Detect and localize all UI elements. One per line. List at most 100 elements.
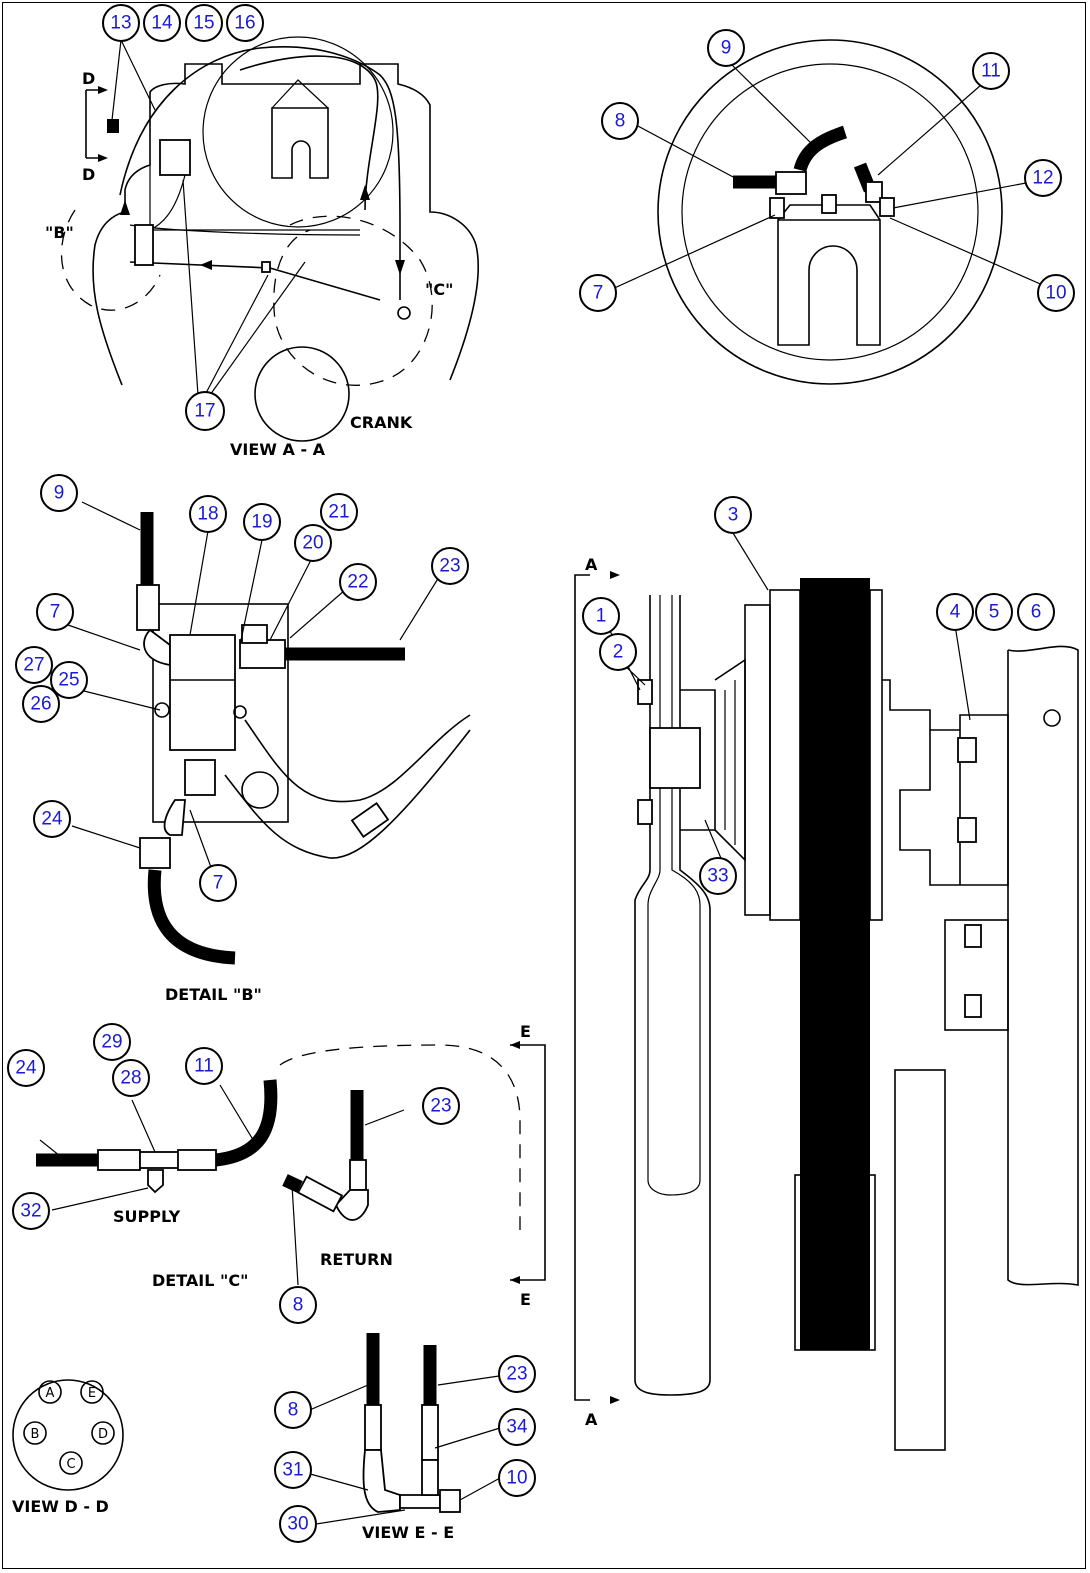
callout-27: 27 [15, 646, 53, 684]
svg-text:8: 8 [615, 111, 626, 132]
callout-13: 13 [102, 4, 140, 42]
view-ee-drawing [302, 1333, 501, 1526]
svg-text:22: 22 [347, 572, 368, 593]
svg-text:6: 6 [1031, 602, 1042, 623]
svg-text:26: 26 [30, 694, 51, 715]
svg-text:16: 16 [234, 13, 255, 34]
svg-text:8: 8 [288, 1400, 299, 1421]
callout-2: 2 [599, 633, 637, 671]
callout-1: 1 [582, 597, 620, 635]
callout-18: 18 [189, 495, 227, 533]
callout-3: 3 [714, 496, 752, 534]
detail-b-drawing [67, 501, 471, 965]
callout-14: 14 [143, 4, 181, 42]
svg-text:27: 27 [23, 655, 44, 676]
callout-7-top: 7 [579, 274, 617, 312]
svg-text:24: 24 [15, 1058, 37, 1079]
callout-7-detail-b-upper: 7 [36, 593, 74, 631]
callout-10-view-e: 10 [498, 1459, 536, 1497]
callouts: 13 14 15 16 17 9 8 11 12 7 10 9 18 19 20… [7, 4, 1075, 1543]
svg-text:23: 23 [506, 1364, 527, 1385]
svg-text:34: 34 [506, 1417, 528, 1438]
callout-12: 12 [1024, 159, 1062, 197]
callout-23-detail-b: 23 [431, 547, 469, 585]
cut-e-top-label: E [520, 1022, 531, 1041]
callout-9-top: 9 [707, 29, 745, 67]
svg-text:5: 5 [989, 602, 1000, 623]
callout-19: 19 [243, 503, 281, 541]
view-ee-label: VIEW E - E [362, 1523, 454, 1542]
crank-label: CRANK [350, 413, 413, 432]
callout-20: 20 [294, 524, 332, 562]
svg-text:15: 15 [193, 13, 214, 34]
svg-text:7: 7 [593, 283, 604, 304]
svg-text:11: 11 [194, 1056, 214, 1077]
callout-33: 33 [699, 857, 737, 895]
svg-text:29: 29 [101, 1032, 122, 1053]
callout-17: 17 [185, 391, 225, 431]
mark-c-label: "C" [425, 280, 453, 299]
callout-11-top: 11 [972, 52, 1010, 90]
callout-24-detail-b: 24 [33, 800, 71, 838]
svg-text:32: 32 [20, 1201, 41, 1222]
svg-text:3: 3 [728, 505, 739, 526]
svg-text:23: 23 [439, 556, 460, 577]
svg-text:10: 10 [1045, 283, 1066, 304]
callout-9-detail-b: 9 [40, 474, 78, 512]
svg-text:24: 24 [41, 809, 63, 830]
svg-text:20: 20 [302, 533, 323, 554]
view-dd-label: VIEW D - D [12, 1497, 109, 1516]
view-dd-connector: A E B D C [12, 1379, 124, 1491]
svg-text:31: 31 [282, 1460, 303, 1481]
callout-26: 26 [22, 685, 60, 723]
cut-e-bottom-label: E [520, 1290, 531, 1309]
callout-34: 34 [498, 1408, 536, 1446]
callout-21: 21 [320, 493, 358, 531]
svg-text:1: 1 [596, 606, 607, 627]
svg-text:7: 7 [213, 873, 224, 894]
pin-b: B [31, 1427, 40, 1442]
svg-text:2: 2 [613, 642, 624, 663]
svg-text:4: 4 [950, 602, 961, 623]
callout-32: 32 [12, 1192, 50, 1230]
callout-16: 16 [226, 4, 264, 42]
svg-text:28: 28 [120, 1068, 141, 1089]
cut-a-top-label: A [585, 555, 598, 574]
callout-8-top: 8 [601, 102, 639, 140]
svg-text:12: 12 [1032, 168, 1053, 189]
callout-29: 29 [93, 1023, 131, 1061]
callout-28: 28 [112, 1059, 150, 1097]
svg-text:30: 30 [287, 1514, 308, 1535]
callout-10-top: 10 [1037, 274, 1075, 312]
callout-15: 15 [185, 4, 223, 42]
mark-b-label: "B" [45, 223, 74, 242]
supply-label: SUPPLY [113, 1207, 181, 1226]
svg-text:14: 14 [151, 13, 173, 34]
view-aa-drawing [60, 36, 480, 442]
callout-23-detail-c: 23 [422, 1087, 460, 1125]
cut-d-top-label: D [82, 69, 95, 88]
svg-text:19: 19 [251, 512, 272, 533]
return-label: RETURN [320, 1250, 393, 1269]
view-aa-label: VIEW A - A [230, 440, 326, 459]
callout-4: 4 [936, 593, 974, 631]
svg-text:7: 7 [50, 602, 61, 623]
svg-text:25: 25 [58, 670, 79, 691]
svg-text:9: 9 [721, 38, 732, 59]
callout-5: 5 [975, 593, 1013, 631]
pin-d: D [98, 1427, 108, 1442]
callout-24-detail-c: 24 [7, 1049, 45, 1087]
svg-text:9: 9 [54, 483, 65, 504]
callout-30: 30 [279, 1505, 317, 1543]
callout-8-detail-c: 8 [279, 1286, 317, 1324]
svg-text:33: 33 [707, 866, 728, 887]
callout-8-view-e: 8 [274, 1391, 312, 1429]
svg-text:10: 10 [506, 1468, 527, 1489]
detail-b-label: DETAIL "B" [165, 985, 262, 1004]
callout-23-view-e: 23 [498, 1355, 536, 1393]
svg-text:21: 21 [328, 502, 349, 523]
callout-6: 6 [1017, 593, 1055, 631]
detail-c-drawing [36, 1041, 546, 1286]
